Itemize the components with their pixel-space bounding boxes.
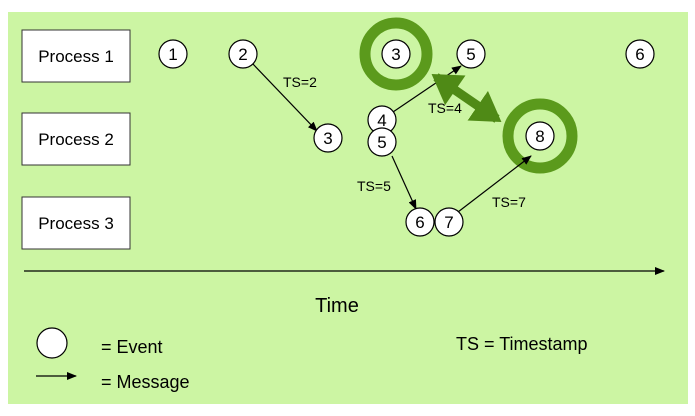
- message-label-ts4: TS=4: [428, 100, 462, 116]
- svg-text:4: 4: [377, 111, 386, 130]
- event-p3-7: 7: [434, 207, 464, 237]
- time-axis-label: Time: [315, 295, 359, 317]
- message-arrow-ts5: [391, 155, 417, 210]
- legend-message-label: = Message: [101, 372, 190, 392]
- message-arrow-ts4: [392, 65, 462, 113]
- process-label: Process 3: [38, 214, 114, 233]
- highlight-ring-p1-3: [359, 17, 433, 91]
- event-p1-2: 2: [228, 39, 258, 69]
- process-box-2: Process 2: [21, 112, 131, 166]
- svg-text:8: 8: [535, 127, 544, 146]
- event-p2-8: 8: [525, 121, 555, 151]
- highlight-ring-p2-8: [502, 98, 578, 174]
- svg-text:5: 5: [466, 45, 475, 64]
- svg-text:3: 3: [323, 129, 332, 148]
- svg-text:6: 6: [635, 45, 644, 64]
- event-p1-3: 3: [381, 39, 411, 69]
- message-arrow-ts2: [251, 62, 318, 132]
- svg-text:1: 1: [168, 45, 177, 64]
- event-p1-6: 6: [625, 39, 655, 69]
- process-label: Process 1: [38, 47, 114, 66]
- message-arrow-ts7: [457, 155, 532, 213]
- svg-text:5: 5: [377, 133, 386, 152]
- legend-timestamp-label: TS = Timestamp: [456, 334, 588, 354]
- legend-event-circle: [36, 327, 68, 359]
- svg-text:7: 7: [444, 213, 453, 232]
- event-p3-6: 6: [405, 207, 435, 237]
- svg-text:3: 3: [391, 45, 400, 64]
- event-p1-1: 1: [158, 39, 188, 69]
- event-p2-3: 3: [313, 123, 343, 153]
- svg-text:6: 6: [415, 213, 424, 232]
- process-box-3: Process 3: [21, 196, 131, 250]
- process-box-1: Process 1: [21, 29, 131, 83]
- message-label-ts2: TS=2: [283, 74, 317, 90]
- event-p2-5: 5: [367, 127, 397, 157]
- legend-event-label: = Event: [101, 337, 163, 357]
- message-label-ts5: TS=5: [357, 178, 391, 194]
- process-label: Process 2: [38, 130, 114, 149]
- svg-text:2: 2: [238, 45, 247, 64]
- message-label-ts7: TS=7: [492, 194, 526, 210]
- event-p1-5: 5: [456, 39, 486, 69]
- concurrency-double-arrow: [431, 73, 502, 123]
